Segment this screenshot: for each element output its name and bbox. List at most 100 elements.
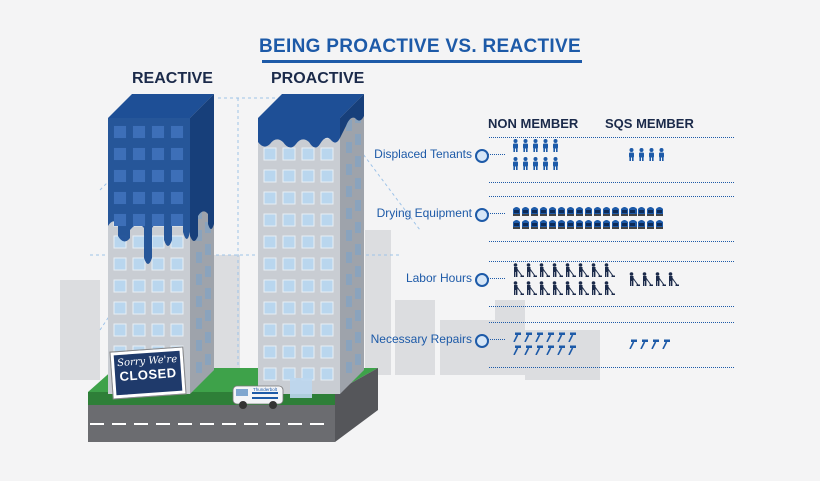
hammer-icon bbox=[639, 336, 648, 354]
row-divider-top bbox=[489, 261, 734, 262]
person-icon bbox=[522, 157, 529, 175]
person-icon bbox=[552, 139, 559, 157]
page-title: BEING PROACTIVE VS. REACTIVE bbox=[259, 36, 581, 57]
person-icon bbox=[532, 139, 539, 157]
drying-equipment-icon bbox=[566, 203, 575, 221]
worker-icon bbox=[577, 263, 589, 282]
drying-equipment-icon bbox=[628, 203, 637, 221]
drying-equipment-icon bbox=[557, 216, 566, 234]
worker-icon bbox=[564, 281, 576, 300]
hammer-icon bbox=[661, 336, 670, 354]
worker-icon bbox=[512, 263, 524, 282]
person-icon bbox=[552, 157, 559, 175]
worker-icon bbox=[551, 281, 563, 300]
drying-equipment-icon bbox=[593, 216, 602, 234]
hammer-icon bbox=[512, 329, 521, 347]
worker-icon bbox=[667, 272, 679, 291]
drying-equipment-icon bbox=[566, 216, 575, 234]
hammer-icon bbox=[628, 336, 637, 354]
drying-equipment-icon bbox=[584, 203, 593, 221]
row-divider-top bbox=[489, 196, 734, 197]
drying-equipment-icon bbox=[530, 216, 539, 234]
drying-equipment-icon bbox=[512, 216, 521, 234]
drying-equipment-icon bbox=[521, 203, 530, 221]
worker-icon bbox=[603, 281, 615, 300]
worker-icon bbox=[538, 263, 550, 282]
row-divider-bottom bbox=[489, 241, 734, 242]
drying-equipment-icon bbox=[602, 203, 611, 221]
hammer-icon bbox=[523, 342, 532, 360]
row-connector bbox=[487, 278, 505, 279]
row-marker-drying-equipment bbox=[475, 208, 489, 222]
row-marker-labor-hours bbox=[475, 273, 489, 287]
drying-equipment-icon bbox=[628, 216, 637, 234]
drying-equipment-icon bbox=[611, 203, 620, 221]
person-icon bbox=[638, 148, 645, 166]
closed-sign-closed: CLOSED bbox=[119, 365, 178, 384]
drying-equipment-icon bbox=[646, 203, 655, 221]
hammer-icon bbox=[556, 342, 565, 360]
hammer-icon bbox=[545, 342, 554, 360]
worker-icon bbox=[577, 281, 589, 300]
drying-equipment-icon bbox=[539, 203, 548, 221]
worker-icon bbox=[525, 281, 537, 300]
person-icon bbox=[542, 139, 549, 157]
drying-equipment-icon bbox=[611, 216, 620, 234]
drying-equipment-icon bbox=[655, 216, 664, 234]
hammer-icon bbox=[534, 329, 543, 347]
row-divider-top bbox=[489, 322, 734, 323]
closed-sign: Sorry We're CLOSED bbox=[110, 347, 186, 399]
row-marker-necessary-repairs bbox=[475, 334, 489, 348]
row-label-labor-hours: Labor Hours bbox=[405, 271, 472, 285]
lobby-glass bbox=[290, 378, 312, 398]
person-icon bbox=[522, 139, 529, 157]
person-icon bbox=[512, 157, 519, 175]
background-skyline bbox=[60, 230, 600, 380]
service-van bbox=[232, 385, 284, 409]
non-member-header: NON MEMBER bbox=[488, 116, 579, 131]
worker-icon bbox=[525, 263, 537, 282]
worker-icon bbox=[590, 263, 602, 282]
hammer-icon bbox=[523, 329, 532, 347]
drying-equipment-icon bbox=[637, 216, 646, 234]
person-icon bbox=[628, 148, 635, 166]
drying-equipment-icon bbox=[521, 216, 530, 234]
title-underline bbox=[262, 60, 582, 63]
person-icon bbox=[532, 157, 539, 175]
drying-equipment-icon bbox=[512, 203, 521, 221]
hammer-icon bbox=[534, 342, 543, 360]
sqs-member-header: SQS MEMBER bbox=[605, 116, 694, 131]
drying-equipment-icon bbox=[620, 216, 629, 234]
proactive-building bbox=[258, 94, 364, 394]
drying-equipment-icon bbox=[539, 216, 548, 234]
drying-equipment-icon bbox=[602, 216, 611, 234]
row-label-drying-equipment: Drying Equipment bbox=[376, 206, 472, 220]
person-icon bbox=[658, 148, 665, 166]
drying-equipment-icon bbox=[548, 216, 557, 234]
hammer-icon bbox=[512, 342, 521, 360]
worker-icon bbox=[512, 281, 524, 300]
drying-equipment-icon bbox=[646, 216, 655, 234]
drying-equipment-icon bbox=[575, 216, 584, 234]
worker-icon bbox=[654, 272, 666, 291]
worker-icon bbox=[603, 263, 615, 282]
row-connector bbox=[487, 154, 505, 155]
row-label-displaced-tenants: Displaced Tenants bbox=[374, 147, 472, 161]
van-text: Thunderbolt bbox=[253, 387, 278, 392]
row-divider-bottom bbox=[489, 306, 734, 307]
row-divider-bottom bbox=[489, 182, 734, 183]
proactive-label: PROACTIVE bbox=[271, 70, 365, 87]
row-divider-bottom bbox=[489, 367, 734, 368]
row-connector bbox=[487, 213, 505, 214]
drying-equipment-icon bbox=[593, 203, 602, 221]
drying-equipment-icon bbox=[557, 203, 566, 221]
person-icon bbox=[648, 148, 655, 166]
hammer-icon bbox=[556, 329, 565, 347]
drying-equipment-icon bbox=[575, 203, 584, 221]
hammer-icon bbox=[545, 329, 554, 347]
drying-equipment-icon bbox=[584, 216, 593, 234]
reactive-label: REACTIVE bbox=[132, 70, 213, 87]
person-icon bbox=[542, 157, 549, 175]
drying-equipment-icon bbox=[620, 203, 629, 221]
row-divider-top bbox=[489, 137, 734, 138]
